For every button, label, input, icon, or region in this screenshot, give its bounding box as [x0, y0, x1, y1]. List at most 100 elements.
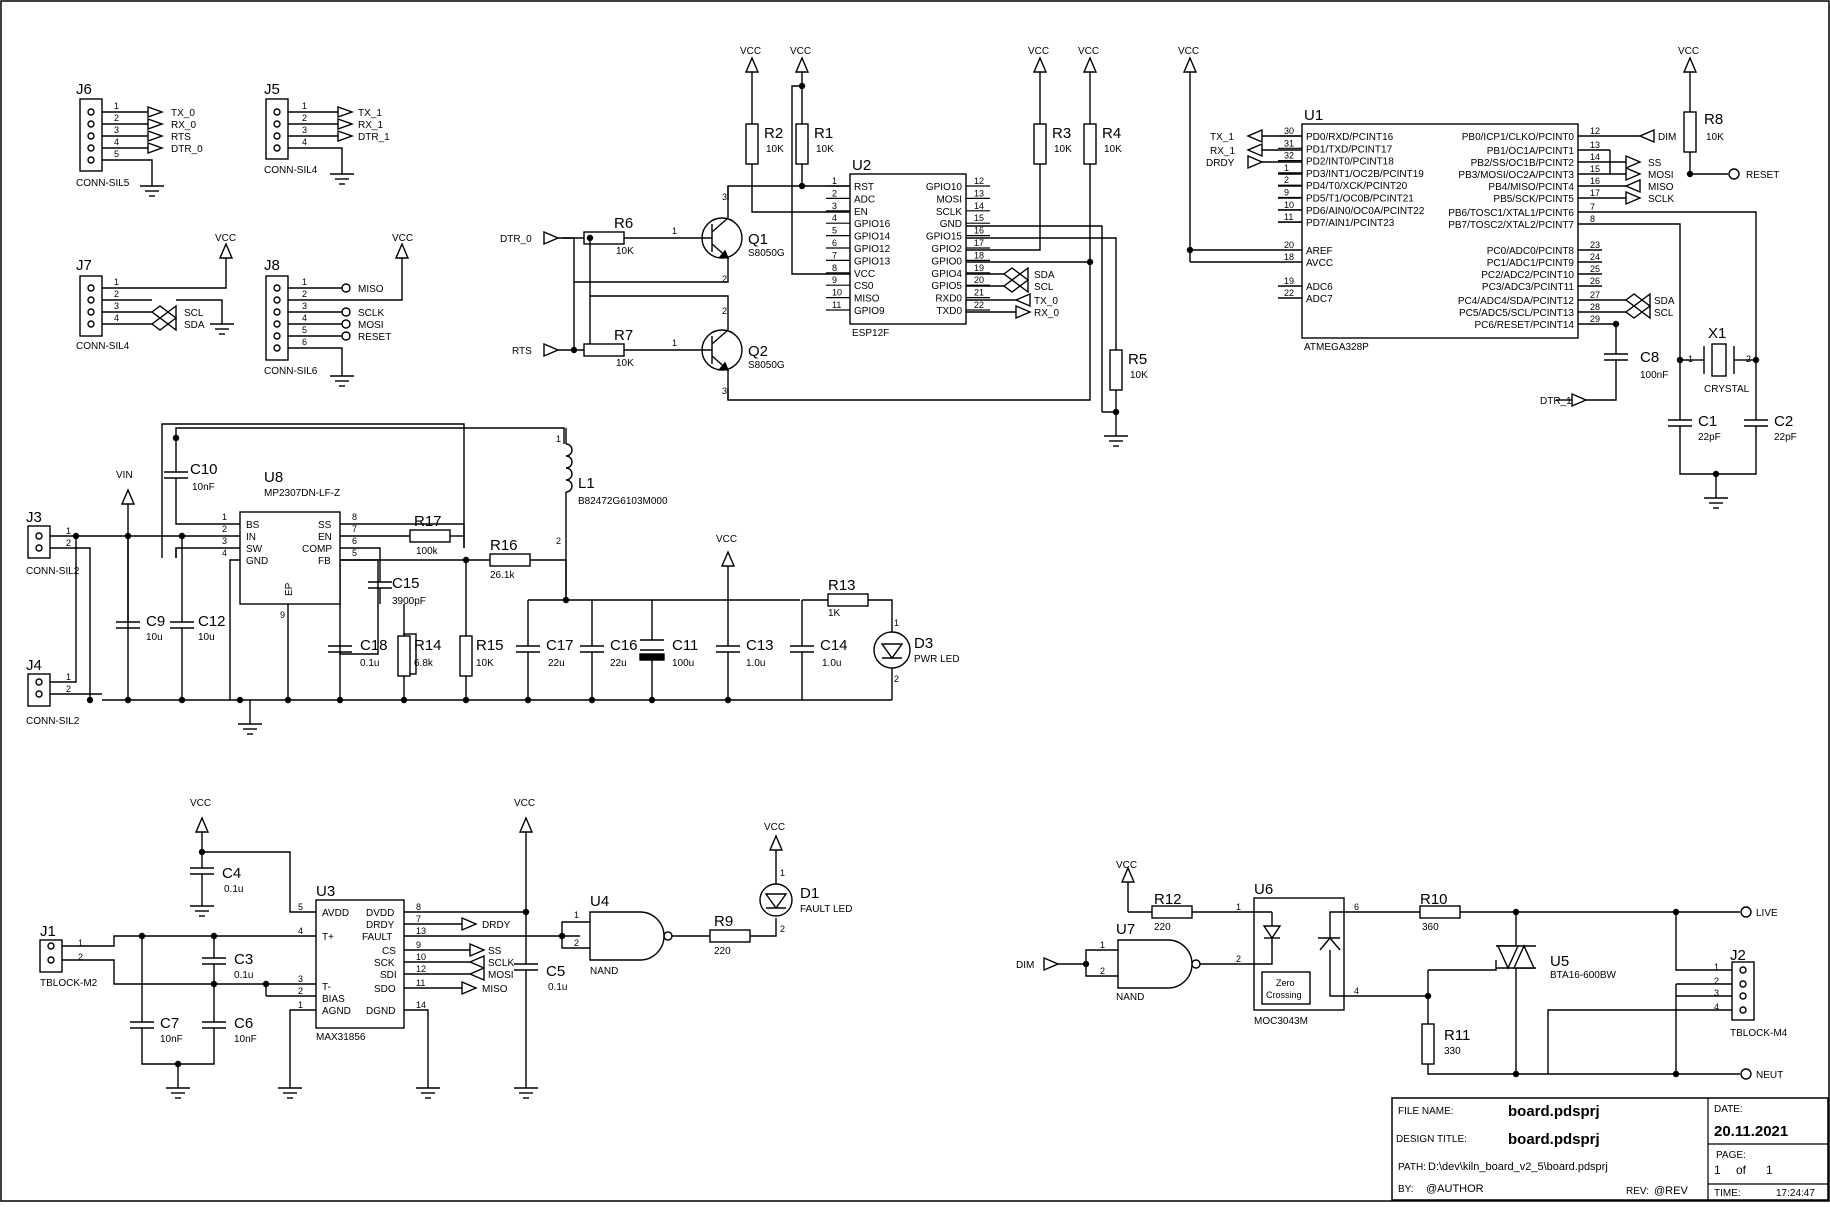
net-label: RX_0 [1034, 308, 1059, 319]
svg-text:1: 1 [78, 938, 83, 948]
svg-text:PD2/INT0/PCINT18: PD2/INT0/PCINT18 [1306, 157, 1394, 168]
svg-text:2: 2 [298, 986, 303, 996]
svg-text:B82472G6103M000: B82472G6103M000 [578, 496, 668, 507]
svg-text:PC4/ADC4/SDA/PCINT12: PC4/ADC4/SDA/PCINT12 [1458, 296, 1575, 307]
svg-text:3: 3 [298, 974, 303, 984]
vcc-label: VCC [215, 233, 236, 244]
svg-text:22u: 22u [548, 658, 565, 669]
svg-text:PD1/TXD/PCINT17: PD1/TXD/PCINT17 [1306, 144, 1393, 155]
svg-text:C17: C17 [546, 637, 574, 654]
svg-text:MP2307DN-LF-Z: MP2307DN-LF-Z [264, 488, 340, 499]
svg-text:1: 1 [298, 1000, 303, 1010]
vcc-label: VCC [740, 46, 761, 57]
svg-text:1: 1 [672, 338, 677, 348]
svg-text:R16: R16 [490, 537, 518, 554]
svg-text:15: 15 [974, 213, 984, 223]
svg-text:PD3/INT1/OC2B/PCINT19: PD3/INT1/OC2B/PCINT19 [1306, 169, 1424, 180]
svg-text:2: 2 [114, 113, 119, 123]
svg-text:9: 9 [416, 940, 421, 950]
svg-text:10: 10 [1284, 200, 1294, 210]
vcc-label: VCC [1116, 860, 1137, 871]
svg-text:GPIO10: GPIO10 [926, 182, 963, 193]
svg-text:SS: SS [318, 520, 332, 531]
svg-text:BIAS: BIAS [322, 994, 345, 1005]
svg-text:6: 6 [1354, 902, 1359, 912]
svg-text:3: 3 [722, 386, 727, 396]
net-label: DTR_0 [500, 234, 532, 245]
svg-text:of: of [1736, 1163, 1747, 1177]
svg-text:28: 28 [1590, 302, 1600, 312]
svg-text:0.1u: 0.1u [548, 982, 567, 993]
svg-text:4: 4 [302, 137, 307, 147]
svg-text:GPIO2: GPIO2 [931, 244, 962, 255]
svg-text:17: 17 [974, 238, 984, 248]
svg-text:S8050G: S8050G [748, 248, 785, 259]
svg-text:17: 17 [1590, 188, 1600, 198]
svg-text:R3: R3 [1052, 125, 1071, 142]
svg-text:BS: BS [246, 520, 260, 531]
atmega-section-wires [1182, 56, 1768, 509]
svg-text:3: 3 [114, 125, 119, 135]
title-block: FILE NAME: board.pdsprj DESIGN TITLE: bo… [1391, 1097, 1829, 1201]
svg-text:0.1u: 0.1u [234, 970, 253, 981]
connector-j6: J6 CONN-SIL5 [76, 81, 130, 189]
svg-text:R17: R17 [414, 513, 442, 530]
svg-text:1: 1 [1284, 163, 1289, 173]
svg-text:4: 4 [114, 313, 119, 323]
svg-text:ADC7: ADC7 [1306, 294, 1333, 305]
svg-text:U7: U7 [1116, 921, 1135, 938]
svg-text:29: 29 [1590, 314, 1600, 324]
svg-text:4: 4 [298, 926, 303, 936]
vcc-label: VCC [392, 233, 413, 244]
svg-text:13: 13 [416, 926, 426, 936]
svg-text:PC5/ADC5/SCL/PCINT13: PC5/ADC5/SCL/PCINT13 [1459, 308, 1574, 319]
svg-text:10K: 10K [766, 144, 784, 155]
svg-text:TBLOCK-M4: TBLOCK-M4 [1730, 1028, 1788, 1039]
svg-text:2: 2 [66, 538, 71, 548]
svg-text:1: 1 [1688, 354, 1693, 364]
svg-text:18: 18 [1284, 252, 1294, 262]
svg-text:PC3/ADC3/PCINT11: PC3/ADC3/PCINT11 [1482, 282, 1575, 293]
svg-text:0.1u: 0.1u [224, 884, 243, 895]
net-label: TX_0 [171, 108, 195, 119]
svg-text:10K: 10K [476, 658, 494, 669]
svg-text:R13: R13 [828, 577, 856, 594]
svg-text:AGND: AGND [322, 1006, 351, 1017]
svg-text:PB7/TOSC2/XTAL2/PCINT7: PB7/TOSC2/XTAL2/PCINT7 [1448, 220, 1574, 231]
svg-text:6.8k: 6.8k [414, 658, 434, 669]
svg-text:GPIO12: GPIO12 [854, 244, 891, 255]
svg-text:1: 1 [1714, 1163, 1721, 1177]
svg-text:3: 3 [222, 536, 227, 546]
svg-text:PWR LED: PWR LED [914, 654, 960, 665]
svg-text:1: 1 [222, 512, 227, 522]
svg-text:5: 5 [298, 902, 303, 912]
svg-text:GPIO9: GPIO9 [854, 306, 885, 317]
net-label: DTR_1 [1540, 396, 1572, 407]
svg-text:GPIO0: GPIO0 [931, 256, 962, 267]
svg-text:GND: GND [940, 219, 962, 230]
svg-text:PB6/TOSC1/XTAL1/PCINT6: PB6/TOSC1/XTAL1/PCINT6 [1448, 208, 1574, 219]
svg-text:REV:: REV: [1626, 1186, 1649, 1197]
svg-text:J3: J3 [26, 509, 42, 526]
svg-text:2: 2 [222, 524, 227, 534]
net-label: SCLK [1648, 194, 1674, 205]
ic-pin: 3EN [826, 201, 868, 218]
svg-text:C10: C10 [190, 461, 218, 478]
